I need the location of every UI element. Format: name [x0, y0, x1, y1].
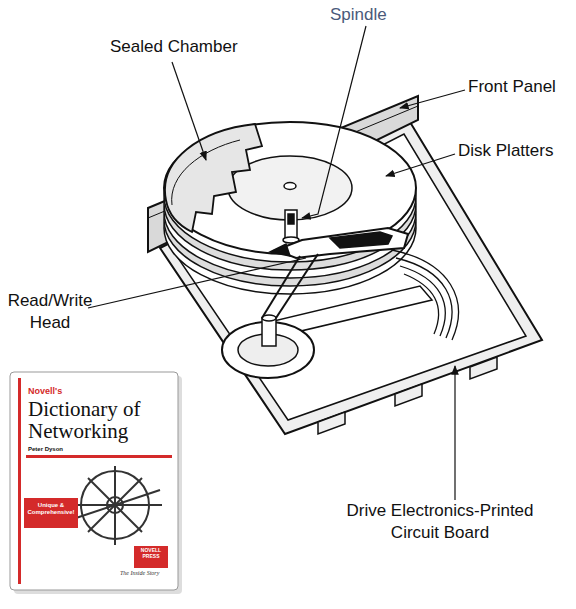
part-label: Disk Platters: [458, 140, 576, 162]
part-label: Sealed Chamber: [110, 36, 260, 58]
cover-edge: [172, 140, 240, 205]
part-label: Read/Write Head: [2, 290, 98, 334]
cover-wheel: [70, 466, 162, 545]
cover-rule: [26, 455, 172, 458]
tray-tabs: [318, 357, 497, 434]
cover-text: Novell's: [28, 386, 148, 397]
cover-text: Dictionary of Networking: [28, 398, 174, 442]
badge-box: Unique & Comprehensive!: [24, 498, 78, 528]
part-label: Drive Electronics-Printed Circuit Board: [340, 500, 540, 544]
spindle: [283, 210, 299, 243]
part-label: Front Panel: [468, 76, 576, 98]
cover-text: NOVELL PRESS: [134, 547, 168, 559]
cover-text: Peter Dyson: [28, 446, 128, 453]
cover-stripe: [18, 378, 21, 584]
sealed-chamber-cover: [165, 124, 262, 232]
actuator: [222, 228, 432, 378]
cover-text: The Inside Story: [120, 570, 176, 577]
cover-text: Unique & Comprehensive!: [27, 502, 75, 516]
part-label: Spindle: [330, 4, 420, 26]
ribbon-cable: [392, 250, 458, 340]
book-cover: [10, 372, 178, 590]
press-logo: [134, 546, 168, 568]
book-cover: Novell'sDictionary of NetworkingPeter Dy…: [10, 372, 178, 590]
